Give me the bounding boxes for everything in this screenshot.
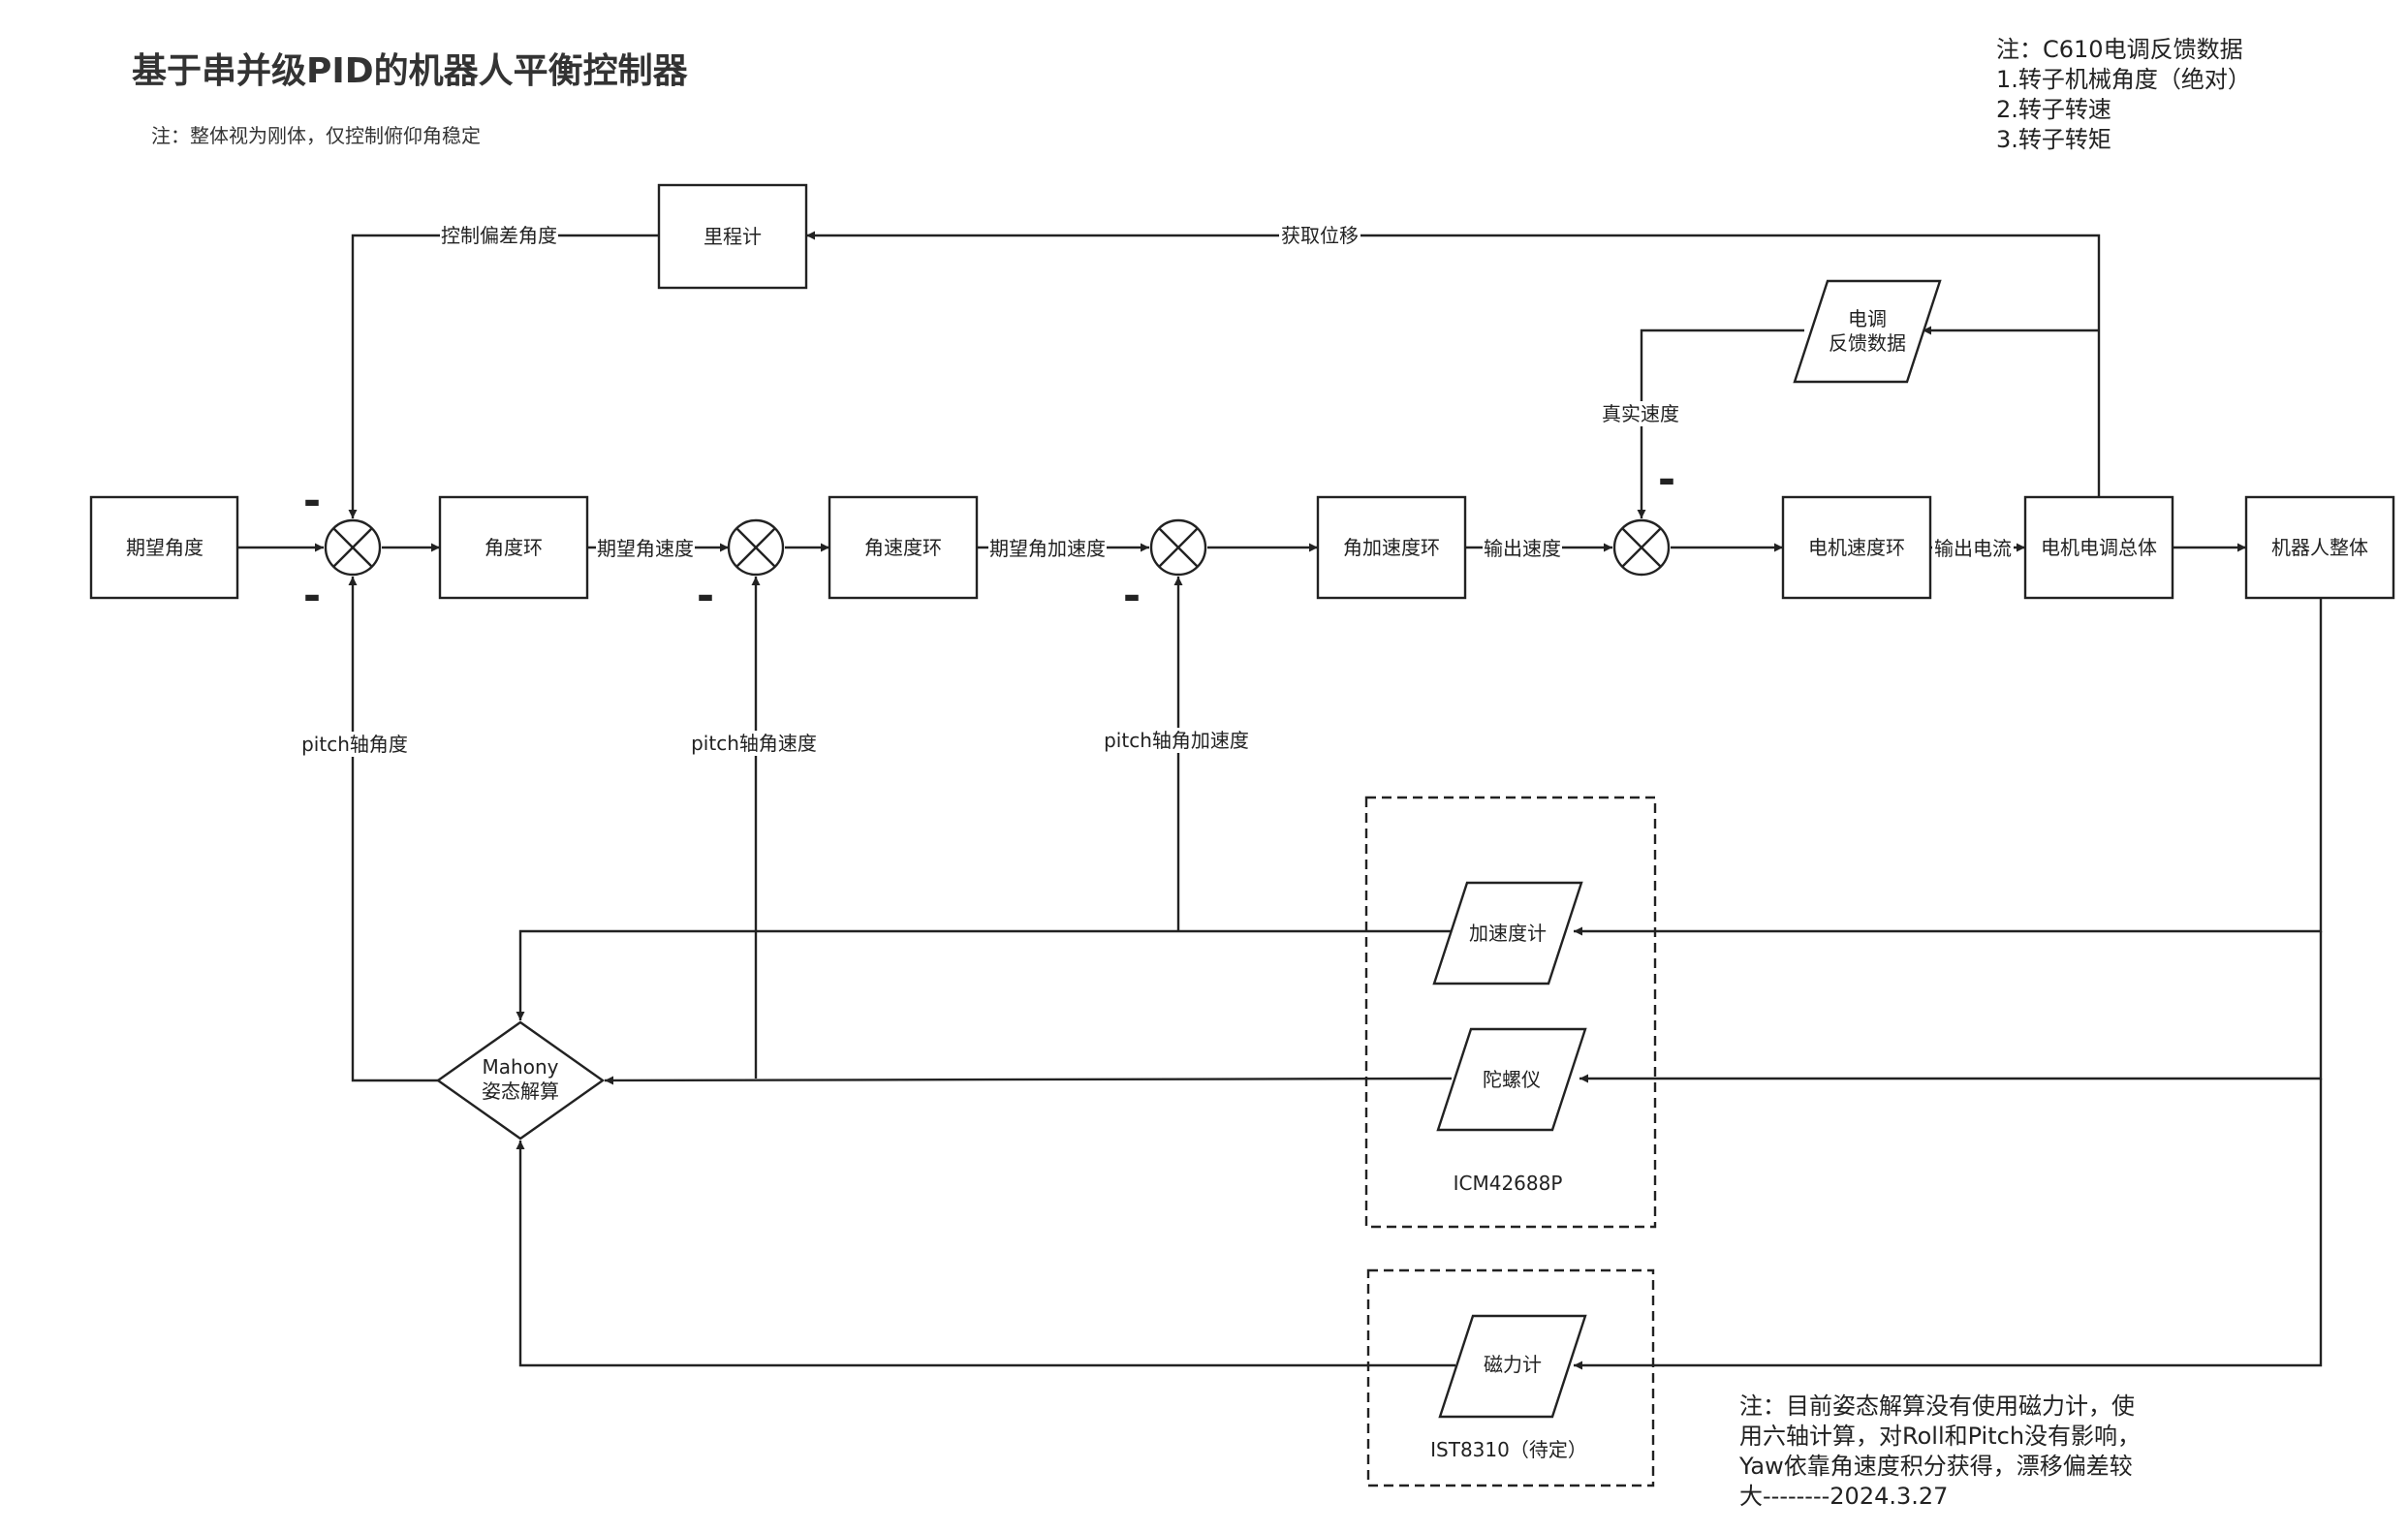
mahony-label-line2: 姿态解算 <box>482 1079 559 1103</box>
arrow-feedback-to-sum4 <box>1637 328 1804 518</box>
accelerometer-label: 加速度计 <box>1469 922 1547 945</box>
attitude-note: 注：目前姿态解算没有使用磁力计，使 用六轴计算，对Roll和Pitch没有影响，… <box>1739 1392 2141 1512</box>
angle-loop-label: 角度环 <box>485 536 543 559</box>
magnetometer-label: 磁力计 <box>1484 1353 1542 1376</box>
magnetometer-group-box <box>1366 1268 1655 1487</box>
minus-sign: - <box>303 477 321 526</box>
arrow-robot-to-accelerometer <box>1574 599 2323 936</box>
angular-velocity-loop-label: 角速度环 <box>864 536 942 559</box>
desired-angle-block <box>89 495 239 600</box>
attitude-note-line: 用六轴计算，对Roll和Pitch没有影响， <box>1739 1423 2142 1450</box>
arrow-odometer-to-sum1 <box>348 234 659 518</box>
attitude-note-line: 大--------2024.3.27 <box>1739 1483 1949 1510</box>
magnetometer-group-label: IST8310（待定） <box>1430 1438 1587 1461</box>
pitch-angular-velocity-label: pitch轴角速度 <box>691 732 817 755</box>
magnetometer-block <box>1438 1314 1587 1419</box>
esc-overall-block <box>2023 495 2174 600</box>
angular-accel-loop-block <box>1316 495 1467 600</box>
angular-accel-loop-label: 角加速度环 <box>1343 536 1440 559</box>
arrow-magnetometer-to-mahony <box>516 1141 1455 1367</box>
angular-velocity-loop-block <box>828 495 979 600</box>
output-current-label: 输出电流 <box>1934 537 2012 560</box>
attitude-note-line: 注：目前姿态解算没有使用磁力计，使 <box>1739 1392 2135 1420</box>
esc-feedback-note-heading: 注：C610电调反馈数据 <box>1996 36 2243 63</box>
get-displacement-label: 获取位移 <box>1281 224 1359 247</box>
esc-feedback-block <box>1793 279 1942 384</box>
esc-overall-label: 电机电调总体 <box>2041 536 2157 559</box>
rigid-body-note: 注：整体视为刚体，仅控制俯仰角稳定 <box>151 124 481 147</box>
pitch-angle-label: pitch轴角度 <box>301 733 408 756</box>
arrow-esc-to-odometer <box>806 231 2101 496</box>
imu-group-label: ICM42688P <box>1454 1172 1563 1195</box>
diagram-title: 基于串并级PID的机器人平衡控制器 <box>132 51 688 91</box>
gyroscope-block <box>1436 1027 1587 1132</box>
esc-feedback-label-line1: 电调 <box>1848 307 1887 330</box>
esc-feedback-note-item: 3.转子转矩 <box>1996 126 2111 153</box>
imu-group-box <box>1364 796 1657 1229</box>
summing-junction-2 <box>727 518 785 577</box>
desired-angular-accel-label: 期望角加速度 <box>989 537 1106 560</box>
pitch-angular-accel-label: pitch轴角加速度 <box>1104 729 1249 752</box>
esc-feedback-note: 注：C610电调反馈数据 1.转子机械角度（绝对） 2.转子转速 3.转子转矩 <box>1996 35 2251 155</box>
odometer-block <box>657 183 808 290</box>
summing-junction-1 <box>324 518 382 577</box>
motor-speed-loop-label: 电机速度环 <box>1808 536 1905 559</box>
arrow-robot-to-gyroscope <box>1579 931 2323 1083</box>
accelerometer-block <box>1432 881 1583 986</box>
arrow-mahony-to-sum1 <box>348 577 440 1082</box>
esc-feedback-note-item: 1.转子机械角度（绝对） <box>1996 66 2251 93</box>
control-deviation-angle-label: 控制偏差角度 <box>441 224 557 247</box>
motor-speed-loop-block <box>1781 495 1932 600</box>
odometer-label: 里程计 <box>704 225 762 248</box>
gyroscope-label: 陀螺仪 <box>1483 1068 1541 1091</box>
esc-feedback-note-item: 2.转子转速 <box>1996 96 2111 123</box>
real-velocity-label: 真实速度 <box>1602 402 1679 425</box>
summing-junction-4 <box>1612 518 1671 577</box>
output-velocity-label: 输出速度 <box>1484 537 1561 560</box>
summing-junction-3 <box>1149 518 1207 577</box>
arrow-robot-to-magnetometer <box>1574 1079 2323 1370</box>
angle-loop-block <box>438 495 589 600</box>
attitude-note-line: Yaw依靠角速度积分获得，漂移偏差较 <box>1739 1453 2133 1480</box>
mahony-block <box>435 1020 606 1141</box>
minus-sign: - <box>1658 455 1675 505</box>
esc-feedback-label-line2: 反馈数据 <box>1829 331 1906 355</box>
minus-sign: - <box>1123 572 1141 621</box>
desired-angular-velocity-label: 期望角速度 <box>597 537 694 560</box>
arrow-accelerometer-to-mahony <box>516 929 1452 1020</box>
desired-angle-label: 期望角度 <box>126 536 203 559</box>
arrow-gyroscope-to-mahony <box>604 1076 1453 1085</box>
mahony-label-line1: Mahony <box>483 1055 559 1079</box>
robot-overall-label: 机器人整体 <box>2271 536 2368 559</box>
minus-sign: - <box>303 572 321 621</box>
robot-overall-block <box>2244 495 2395 600</box>
minus-sign: - <box>697 572 714 621</box>
